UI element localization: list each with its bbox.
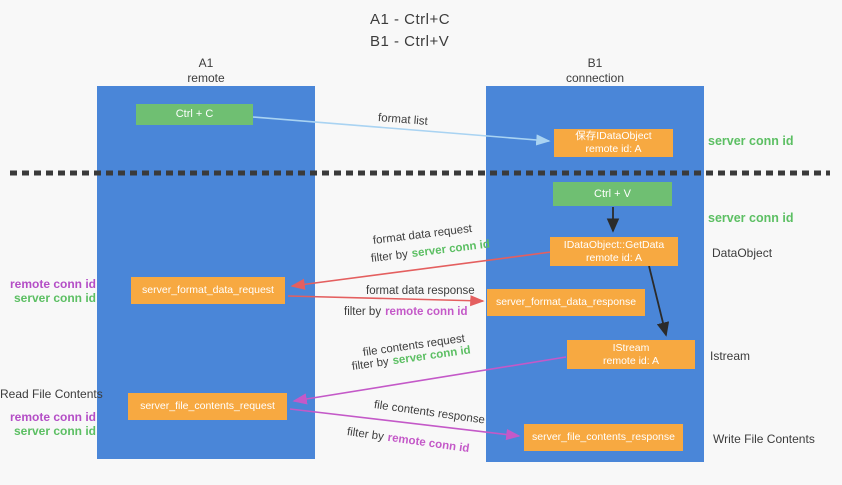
filter-by-text: filter by	[346, 426, 385, 444]
node-ctrl-v: Ctrl + V	[553, 182, 672, 206]
node-ctrl-c-label: Ctrl + C	[175, 108, 214, 120]
node-getdata-line1: IDataObject::GetData	[563, 238, 665, 251]
server-conn-id-text: server conn id	[411, 238, 491, 260]
diagram-title: A1 - Ctrl+C B1 - Ctrl+V	[370, 9, 450, 53]
label-read-file-contents: Read File Contents	[0, 387, 103, 401]
node-save-idataobject-line1: 保存IDataObject	[575, 130, 652, 142]
lane-header-b1: B1 connection	[486, 56, 704, 86]
node-server-format-data-request: server_format_data_request	[131, 277, 285, 304]
label-remote-conn-id-bottom: remote conn id	[9, 410, 96, 424]
remote-conn-id-text: remote conn id	[385, 306, 468, 318]
label-server-conn-id-top: server conn id	[708, 134, 794, 148]
lane-a1-id: A1	[198, 56, 214, 70]
lane-a1-role: remote	[187, 71, 225, 85]
node-istream-line1: IStream	[612, 341, 650, 354]
node-server-file-contents-request-label: server_file_contents_request	[140, 400, 275, 412]
label-dataobject: DataObject	[712, 246, 773, 260]
filter-by-text: filter by	[370, 248, 409, 265]
label-conn-id-pair-bottom: remote conn id server conn id	[0, 410, 96, 438]
edge-label-format-data-response: format data response	[366, 285, 475, 297]
node-getdata-line2: remote id: A	[585, 251, 643, 264]
filter-by-text: filter by	[344, 306, 382, 318]
lane-b1-role: connection	[565, 71, 625, 85]
title-line-b1: B1 - Ctrl+V	[370, 33, 450, 50]
node-server-file-contents-request: server_file_contents_request	[128, 393, 287, 420]
label-write-file-contents: Write File Contents	[713, 432, 815, 446]
node-save-idataobject-line2: remote id: A	[585, 143, 642, 155]
node-server-file-contents-response-label: server_file_contents_response	[531, 431, 675, 443]
label-server-conn-id-left-top: server conn id	[13, 291, 96, 305]
node-server-format-data-response: server_format_data_response	[487, 289, 645, 316]
node-save-idataobject: 保存IDataObject remote id: A	[554, 129, 673, 157]
node-idataobject-getdata: IDataObject::GetData remote id: A	[550, 237, 678, 266]
label-istream: Istream	[710, 349, 751, 363]
lane-b1-id: B1	[587, 56, 603, 70]
node-ctrl-c: Ctrl + C	[136, 104, 253, 125]
lane-header-a1: A1 remote	[97, 56, 315, 86]
label-remote-conn-id-top: remote conn id	[9, 277, 96, 291]
node-istream: IStream remote id: A	[567, 340, 695, 369]
label-conn-id-pair-top: remote conn id server conn id	[0, 277, 96, 305]
title-line-a1: A1 - Ctrl+C	[370, 11, 451, 28]
edge-label-file-contents-response: file contents response	[373, 399, 486, 427]
node-istream-line2: remote id: A	[602, 354, 660, 367]
label-server-conn-id-mid: server conn id	[708, 211, 794, 225]
edge-label-format-list: format list	[377, 112, 429, 128]
filter-by-text: filter by	[351, 355, 390, 373]
node-server-format-data-response-label: server_format_data_response	[495, 296, 637, 308]
node-server-format-data-request-label: server_format_data_request	[142, 284, 274, 296]
node-ctrl-v-label: Ctrl + V	[594, 187, 631, 200]
node-server-file-contents-response: server_file_contents_response	[524, 424, 683, 451]
label-server-conn-id-left-bottom: server conn id	[13, 424, 96, 438]
remote-conn-id-text: remote conn id	[386, 431, 471, 456]
